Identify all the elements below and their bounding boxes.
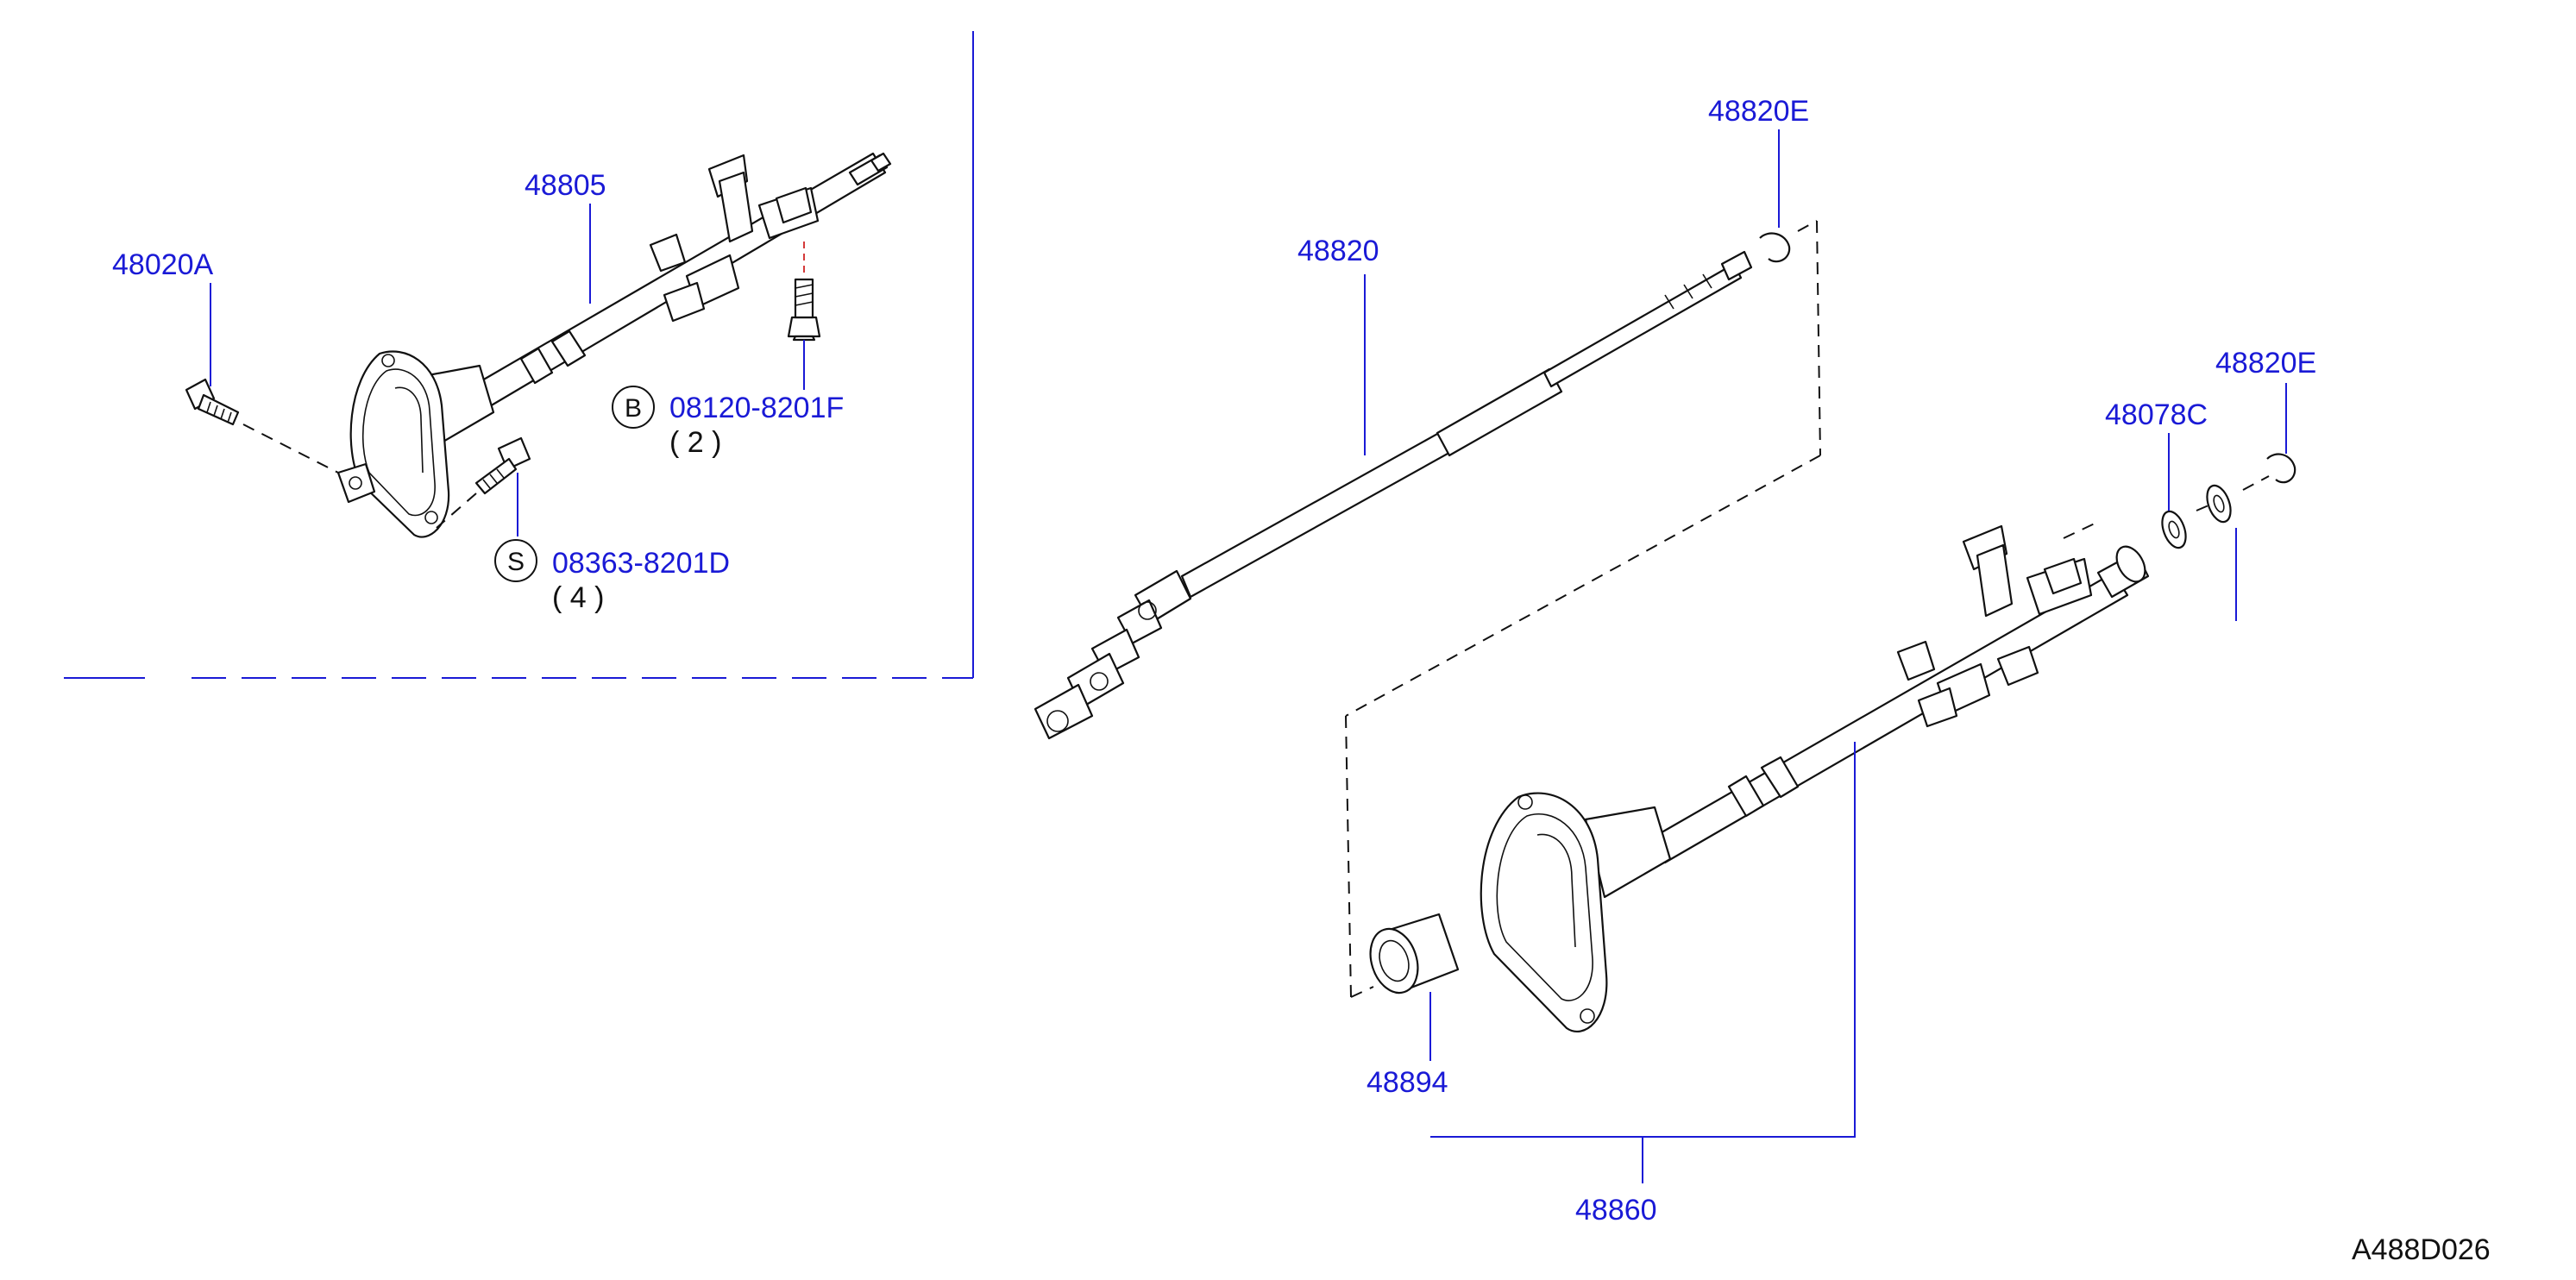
washer-48078 <box>2206 484 2232 524</box>
qty-08363-8201D: ( 4 ) <box>552 581 604 614</box>
steering-column-48860 <box>1480 524 2150 1033</box>
label-48805: 48805 <box>525 169 606 202</box>
qty-08120-8201F: ( 2 ) <box>669 426 721 459</box>
dash-guides <box>1345 220 2270 998</box>
dash-48020A <box>242 424 339 474</box>
leader-48860-bracket <box>1430 742 1856 1138</box>
label-48820: 48820 <box>1297 235 1379 267</box>
screw-symbol-circle <box>494 539 537 582</box>
label-48078C: 48078C <box>2105 398 2208 431</box>
label-48860: 48860 <box>1575 1194 1657 1227</box>
screw-symbol-letter: S <box>507 548 525 576</box>
screw-08363-8201D <box>474 436 531 495</box>
clip-48820E-right <box>2266 453 2296 484</box>
inset-frame <box>64 31 974 679</box>
label-48894: 48894 <box>1367 1066 1448 1099</box>
label-48020A: 48020A <box>112 248 214 281</box>
label-48820E-top: 48820E <box>1708 95 1809 128</box>
washer-48078C <box>2161 510 2187 549</box>
bolt-symbol-letter: B <box>625 394 642 423</box>
clip-48820E-top <box>1759 232 1791 263</box>
label-48820E-right: 48820E <box>2215 347 2316 380</box>
label-08120-8201F: 08120-8201F <box>669 392 844 424</box>
steering-shaft-48820 <box>1034 250 1753 740</box>
label-08363-8201D: 08363-8201D <box>552 547 730 580</box>
diagram-reference-code: A488D026 <box>2352 1233 2491 1266</box>
bushing-48894 <box>1369 913 1460 995</box>
steering-column-48805 <box>336 152 892 538</box>
bolt-08120-8201F <box>787 278 821 342</box>
dash-08363 <box>436 493 477 529</box>
bolt-48020A <box>185 378 240 426</box>
bolt-symbol-circle <box>612 386 655 429</box>
